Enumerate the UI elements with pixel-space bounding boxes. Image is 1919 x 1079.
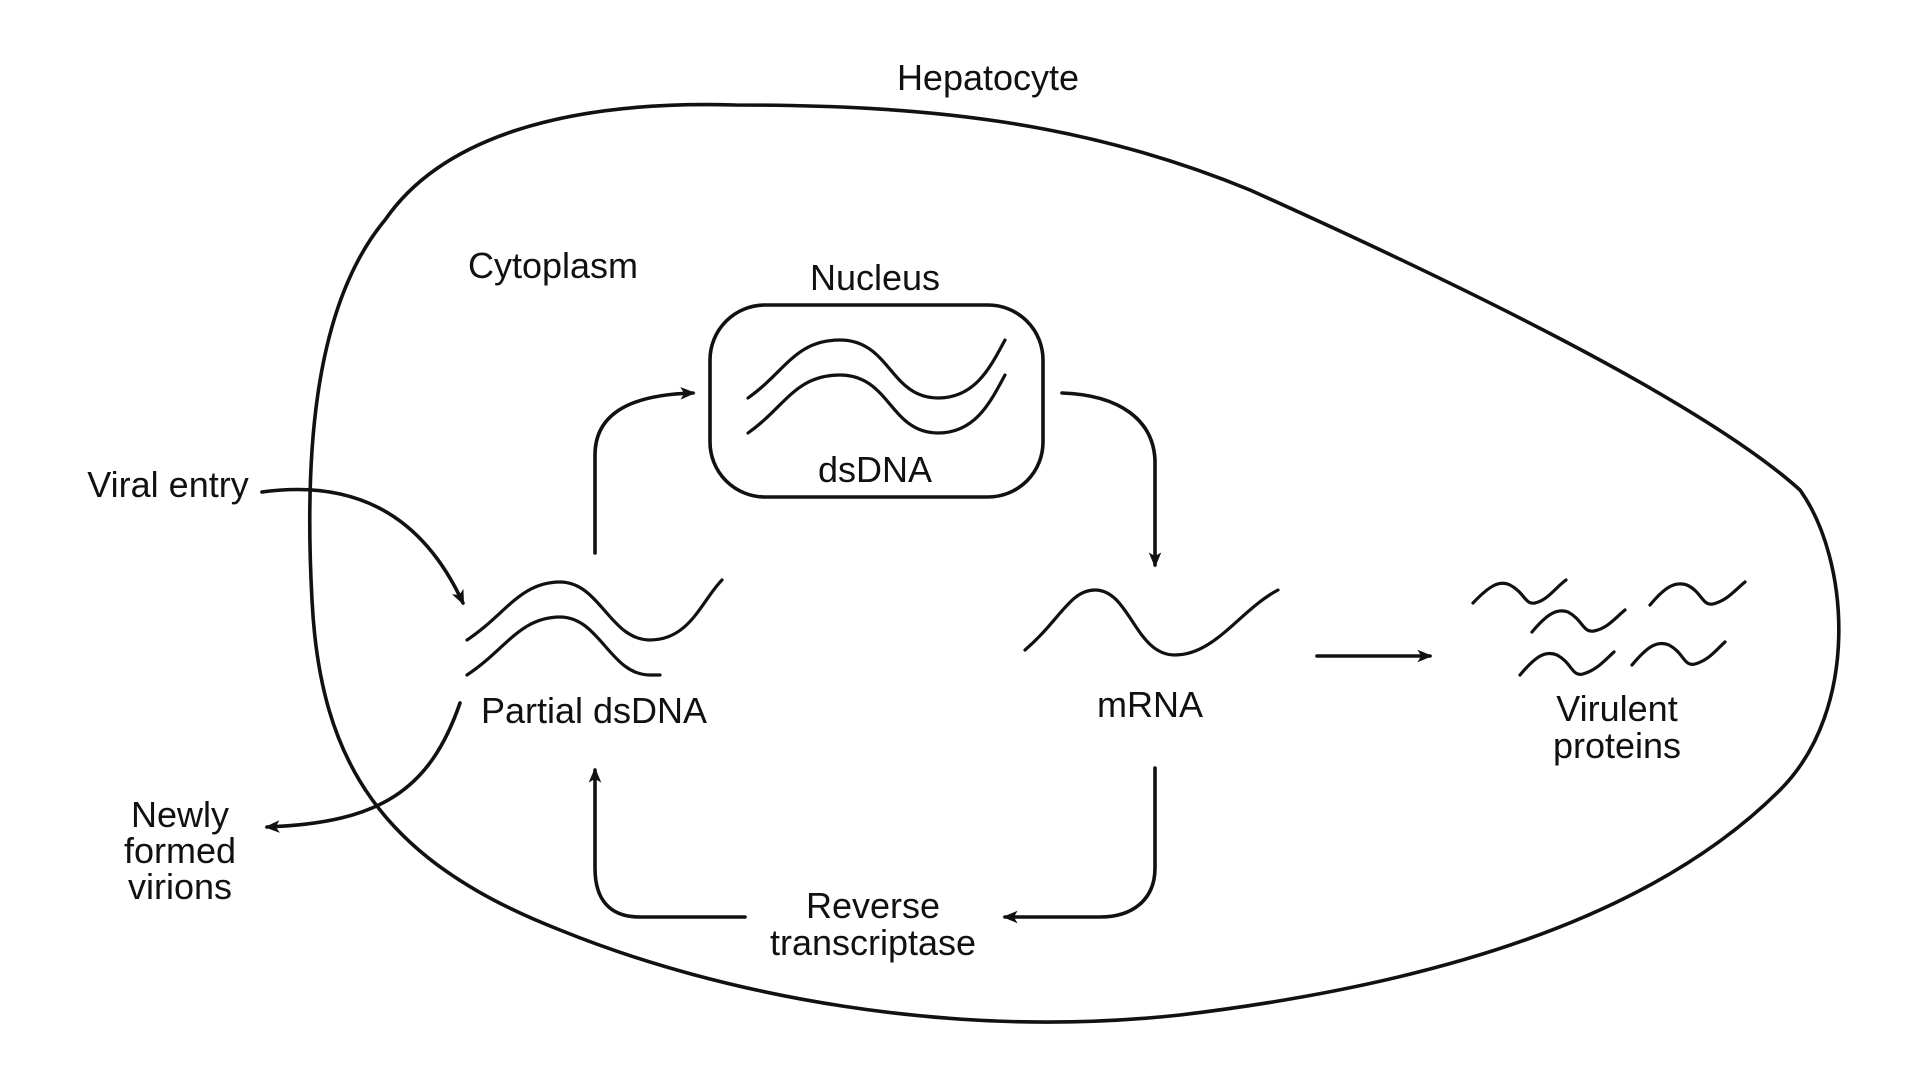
virion-release-arrow bbox=[264, 701, 462, 833]
viral-entry-label: Viral entry bbox=[87, 464, 248, 505]
cytoplasm-label: Cytoplasm bbox=[468, 245, 638, 286]
newly-formed-virions-label-line3: virions bbox=[128, 866, 232, 907]
nuclear-dsdna-label: dsDNA bbox=[818, 449, 932, 490]
nuclear-dsdna-icon bbox=[746, 338, 1007, 435]
rt-to-partial-dsdna-arrow bbox=[588, 767, 747, 919]
virulent-proteins-icon bbox=[1471, 578, 1747, 677]
hepatocyte-membrane bbox=[307, 102, 1841, 1024]
mrna-label: mRNA bbox=[1097, 684, 1203, 725]
partial-dsdna-icon bbox=[465, 578, 724, 677]
nucleus-to-mrna-arrow bbox=[1060, 391, 1162, 568]
nucleus-label: Nucleus bbox=[810, 257, 940, 298]
virulent-proteins-label-line1: Virulent bbox=[1556, 688, 1677, 729]
viral-entry-arrow bbox=[260, 487, 465, 606]
to-nucleus-arrow bbox=[593, 387, 696, 555]
partial-dsdna-label: Partial dsDNA bbox=[481, 690, 707, 731]
newly-formed-virions-label-line1: Newly bbox=[131, 794, 229, 835]
nucleus-envelope bbox=[708, 303, 1045, 499]
newly-formed-virions-label-line2: formed bbox=[124, 830, 236, 871]
virulent-proteins-label-line2: proteins bbox=[1553, 725, 1681, 766]
mrna-to-rt-arrow bbox=[1002, 766, 1157, 924]
hepatocyte-label: Hepatocyte bbox=[897, 57, 1079, 98]
mrna-strand-icon bbox=[1023, 588, 1280, 657]
reverse-transcriptase-label-line2: transcriptase bbox=[770, 922, 976, 963]
reverse-transcriptase-label-line1: Reverse bbox=[806, 885, 940, 926]
